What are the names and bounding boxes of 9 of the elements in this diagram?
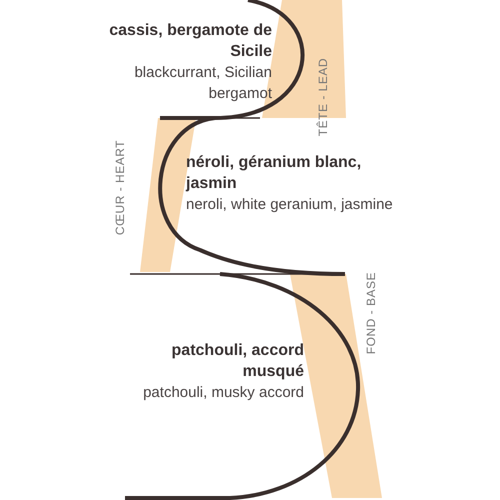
tier-label: CŒUR - HEART	[113, 140, 127, 236]
note-heading: néroli, géranium blanc, jasmin	[186, 153, 362, 194]
tier-label: FOND - BASE	[364, 272, 378, 354]
note-translation: neroli, white geranium, jasmine	[186, 195, 394, 215]
tier-label: TÊTE - LEAD	[316, 58, 330, 136]
note-translation: patchouli, musky accord	[142, 383, 304, 403]
note-heading: patchouli, accord musqué	[170, 341, 304, 382]
note-translation: blackcurrant, Sicilian bergamot	[133, 63, 272, 104]
note-heading: cassis, bergamote de Sicile	[108, 21, 272, 62]
